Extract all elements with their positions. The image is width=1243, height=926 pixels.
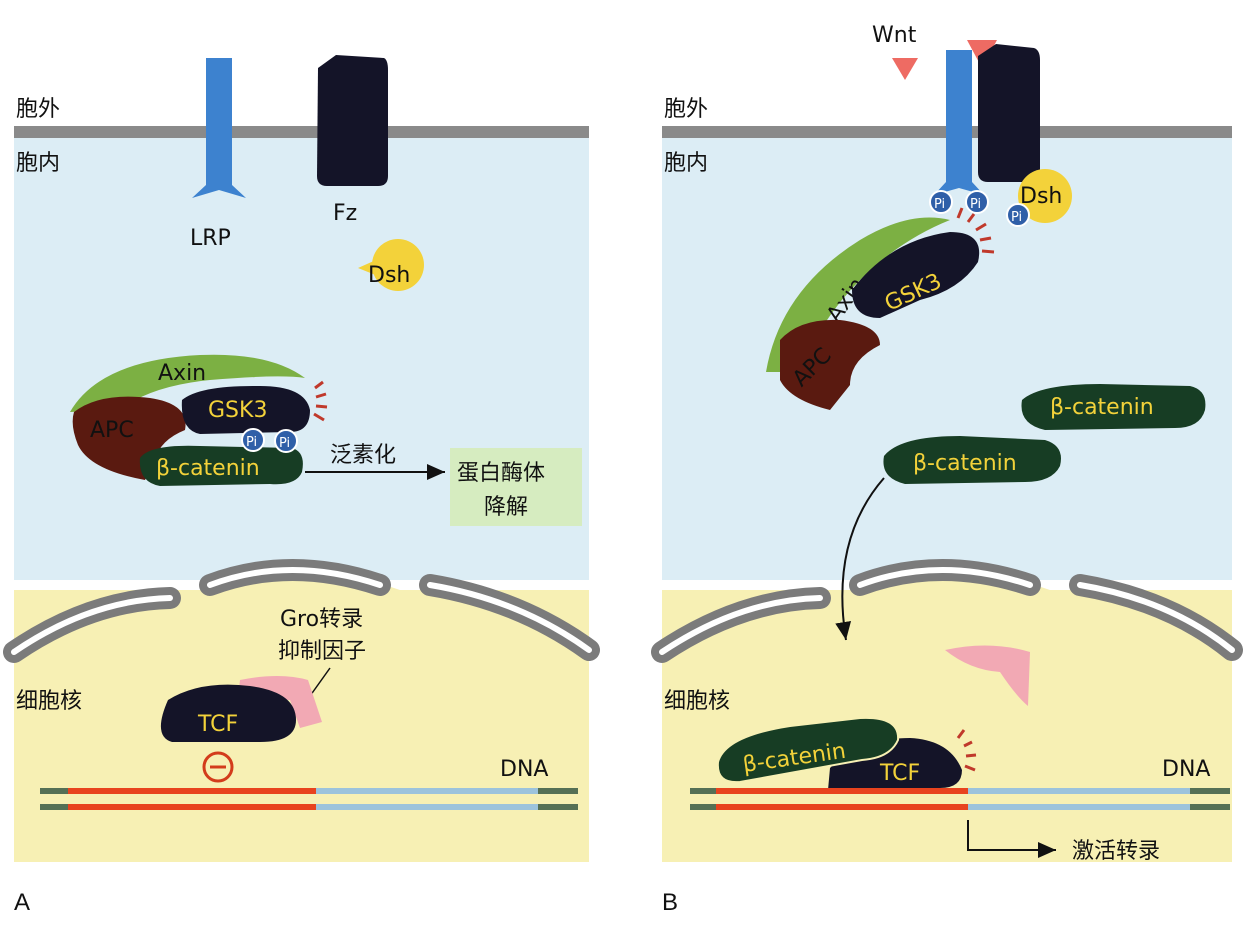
label-tcf-b: TCF: [879, 761, 920, 786]
label-dsh-a: Dsh: [368, 263, 410, 288]
gsk3-a: [181, 385, 310, 434]
tcf-a: [160, 684, 296, 742]
label-apc-a: APC: [90, 418, 134, 443]
label-fz-a: Fz: [333, 201, 357, 226]
beta-catenin-b-2: [883, 436, 1061, 484]
phosphate-a: Pi Pi: [241, 428, 298, 453]
label-beta-catenin-a: β-catenin: [156, 456, 260, 481]
beta-catenin-b-1: [1021, 384, 1206, 430]
label-nucleus-b: 细胞核: [664, 689, 730, 714]
gro-released: [945, 645, 1030, 706]
label-wnt: Wnt: [872, 23, 917, 48]
phosphate-b: Pi Pi Pi: [929, 190, 1030, 227]
label-ubiquitination: 泛素化: [330, 443, 396, 468]
label-pi-b2: Pi: [970, 197, 981, 212]
plasma-membrane-a: [14, 126, 589, 138]
panel-b: 胞外 胞内 Wnt Dsh Pi Pi Pi Axin APC GSK3: [651, 23, 1243, 916]
label-intracellular-b: 胞内: [664, 151, 708, 176]
lrp-receptor-a: [192, 58, 246, 198]
label-proteasome-1: 蛋白酶体: [457, 461, 545, 486]
panel-letter-a: A: [14, 889, 30, 916]
label-dna-a: DNA: [500, 757, 548, 782]
panel-a: 胞外 胞内 LRP Fz Dsh Axin APC GSK3 β-catenin…: [3, 55, 600, 916]
gsk3-b: [852, 232, 980, 318]
nuclear-bulge-b: [662, 572, 1232, 650]
label-extracellular-a: 胞外: [16, 97, 60, 122]
nuclear-bulge-a: [14, 572, 589, 650]
lrp-receptor-b: [934, 50, 984, 195]
dna-a: [40, 788, 578, 810]
activity-marks-tcf: [956, 729, 977, 772]
label-pi-a2: Pi: [279, 436, 290, 451]
label-beta-catenin-b-1: β-catenin: [1050, 395, 1154, 420]
label-proteasome-2: 降解: [484, 495, 528, 520]
label-activate-transcription: 激活转录: [1072, 839, 1160, 864]
transcription-arrow: [967, 820, 1056, 858]
nuclear-envelope-a: [3, 559, 600, 663]
label-beta-catenin-b-2: β-catenin: [913, 451, 1017, 476]
apc-a: [72, 396, 186, 480]
label-dna-b: DNA: [1162, 757, 1210, 782]
activity-marks-b: [956, 207, 995, 254]
label-gro-1: Gro转录: [280, 607, 363, 632]
label-gro-2: 抑制因子: [278, 639, 366, 664]
label-axin-a: Axin: [158, 361, 206, 386]
activity-marks-a: [313, 380, 328, 422]
dsh-b: [1018, 169, 1072, 223]
label-dsh-b: Dsh: [1020, 184, 1062, 209]
fz-receptor-a: [317, 55, 388, 186]
apc-b: [780, 319, 880, 410]
label-extracellular-b: 胞外: [664, 97, 708, 122]
beta-catenin-a: [139, 445, 303, 486]
nuclear-envelope-b: [651, 559, 1243, 663]
label-tcf-a: TCF: [197, 712, 238, 737]
dna-b: [690, 788, 1230, 810]
translocation-arrow: [835, 477, 885, 641]
label-intracellular-a: 胞内: [16, 151, 60, 176]
wnt-ligand-1: [892, 58, 918, 80]
label-pi-b3: Pi: [1011, 210, 1022, 225]
dsh-a: [372, 239, 424, 291]
label-pi-a1: Pi: [246, 435, 257, 450]
fz-receptor-b: [978, 44, 1040, 182]
beta-catenin-b-3: [716, 716, 900, 784]
proteasome-box: [450, 448, 582, 526]
label-gsk3-a: GSK3: [208, 398, 267, 423]
label-lrp-a: LRP: [190, 226, 231, 251]
label-pi-b1: Pi: [934, 197, 945, 212]
label-nucleus-a: 细胞核: [16, 689, 82, 714]
panel-letter-b: B: [662, 889, 678, 916]
repression-icon: [202, 751, 234, 783]
